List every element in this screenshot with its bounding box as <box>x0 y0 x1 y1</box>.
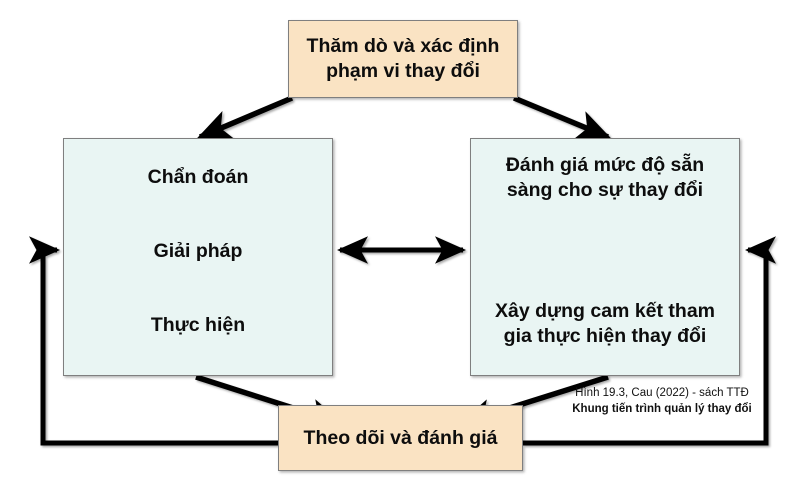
figure-caption: Hình 19.3, Cau (2022) - sách TTĐ Khung t… <box>536 386 788 417</box>
node-monitor-evaluate-label: Theo dõi và đánh giá <box>303 426 498 449</box>
connector-explore-to-right <box>512 95 612 140</box>
node-item-implement: Thực hiện <box>150 314 246 336</box>
node-item-readiness-assessment: Đánh giá mức độ sẵn sàng cho sự thay đổi <box>505 154 705 201</box>
figure-caption-title: Khung tiến trình quản lý thay đổi <box>572 402 752 415</box>
node-item-diagnose: Chẩn đoán <box>147 166 249 188</box>
figure-caption-source: Hình 19.3, Cau (2022) - sách TTĐ <box>575 387 749 399</box>
node-item-commitment-building: Xây dựng cam kết tham gia thực hiện thay… <box>494 300 716 347</box>
node-monitor-evaluate[interactable]: Theo dõi và đánh giá <box>278 405 523 471</box>
connector-explore-to-left <box>196 95 294 140</box>
node-explore-scope[interactable]: Thăm dò và xác định phạm vi thay đổi <box>288 20 518 98</box>
node-right-readiness[interactable]: Đánh giá mức độ sẵn sàng cho sự thay đổi… <box>470 138 740 376</box>
node-item-solution: Giải pháp <box>153 240 243 262</box>
node-explore-scope-label: Thăm dò và xác định phạm vi thay đổi <box>306 35 500 82</box>
node-left-cycle[interactable]: Chẩn đoán Giải pháp Thực hiện <box>63 138 333 376</box>
